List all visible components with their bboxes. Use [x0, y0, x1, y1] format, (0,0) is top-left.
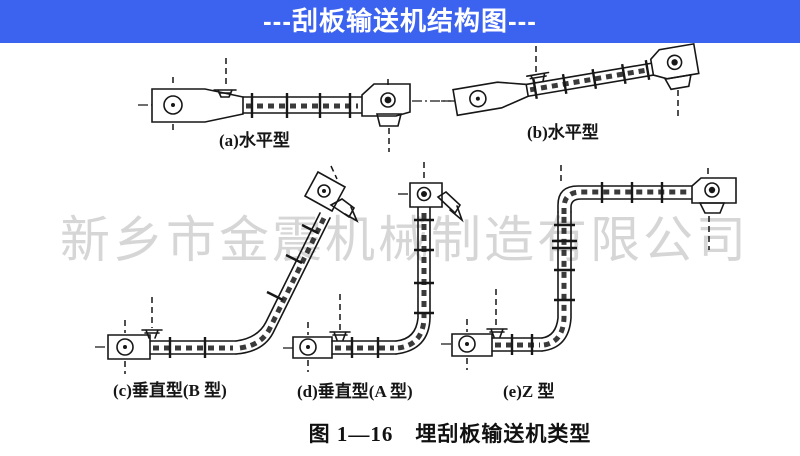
page-title: ---刮板输送机结构图--- [263, 6, 537, 36]
figure-caption: 图 1—16 埋刮板输送机类型 [308, 422, 592, 446]
label-type-e: (e)Z 型 [503, 382, 555, 401]
diagram-vertical-b [95, 165, 359, 374]
label-type-c: (c)垂直型(B 型) [113, 381, 227, 400]
label-type-b: (b)水平型 [527, 123, 599, 142]
watermark-text: 新乡市金震机械制造有限公司 [60, 211, 749, 269]
title-banner: ---刮板输送机结构图--- [0, 0, 800, 43]
diagram-inclined-b [441, 42, 700, 118]
diagram-vertical-a [283, 162, 464, 372]
diagram-horizontal-a [138, 58, 454, 152]
label-type-d: (d)垂直型(A 型) [297, 382, 413, 401]
diagram-z-type [441, 165, 737, 370]
label-type-a: (a)水平型 [219, 131, 290, 150]
